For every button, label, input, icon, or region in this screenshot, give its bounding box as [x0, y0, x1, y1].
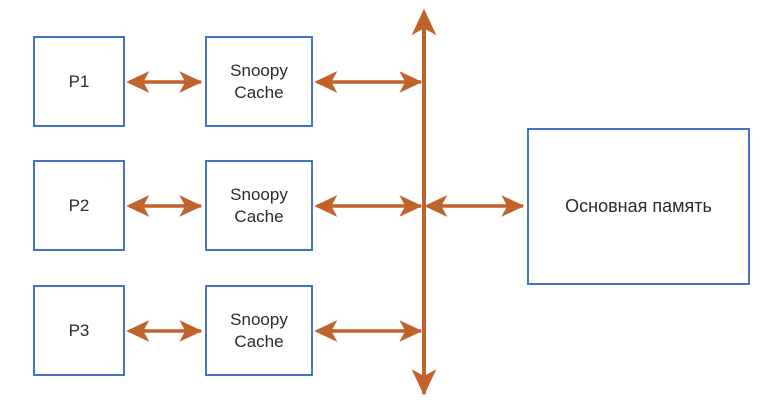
cache-label-1: Snoopy Cache [230, 61, 288, 102]
main-memory-label: Основная память [565, 196, 712, 217]
processor-label-p1: P1 [68, 71, 90, 91]
processor-node-p3[interactable]: P3 [33, 285, 125, 376]
main-memory-node[interactable]: Основная память [527, 128, 750, 285]
cache-node-3[interactable]: Snoopy Cache [205, 285, 313, 376]
processor-node-p1[interactable]: P1 [33, 36, 125, 127]
cache-node-1[interactable]: Snoopy Cache [205, 36, 313, 127]
processor-label-p3: P3 [68, 320, 90, 340]
cache-label-3: Snoopy Cache [230, 310, 288, 351]
cache-label-2: Snoopy Cache [230, 185, 288, 226]
cache-node-2[interactable]: Snoopy Cache [205, 160, 313, 251]
processor-node-p2[interactable]: P2 [33, 160, 125, 251]
processor-label-p2: P2 [68, 195, 90, 215]
